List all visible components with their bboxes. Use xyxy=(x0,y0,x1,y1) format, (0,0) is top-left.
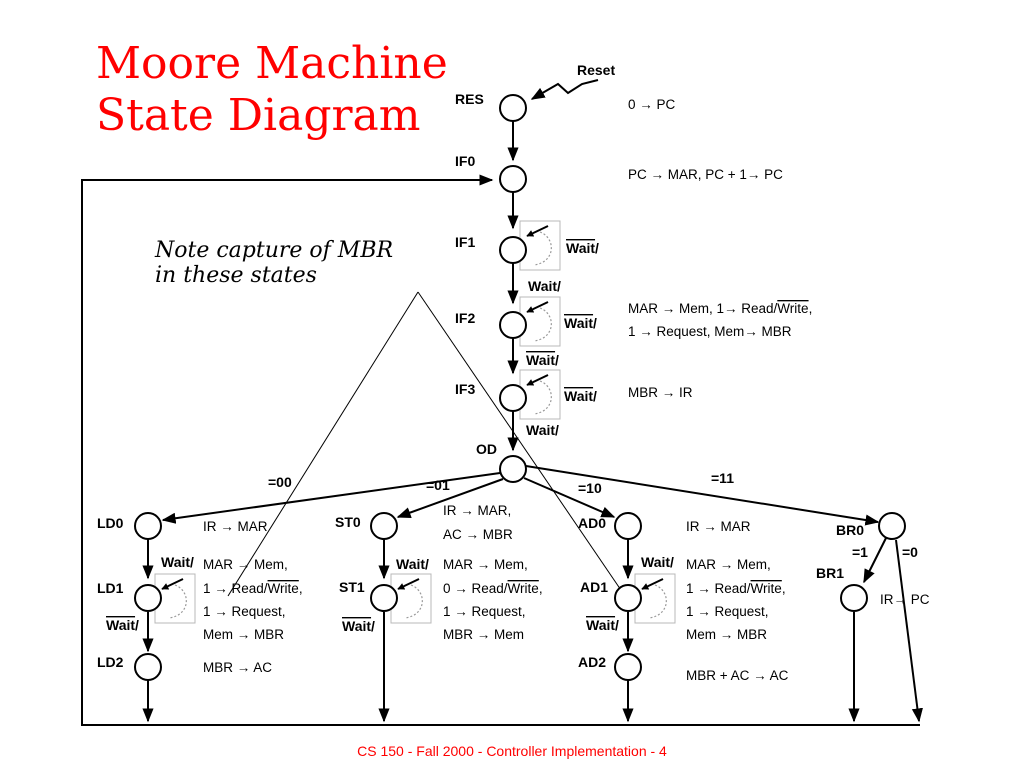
state-label-st0: ST0 xyxy=(335,514,361,530)
state-label-if3: IF3 xyxy=(455,381,475,397)
wait-exit-if1: Wait/ xyxy=(528,278,561,294)
action-if0: PC → MAR, PC + 1→ PC xyxy=(628,167,783,182)
wait-exit-st1: Wait/ xyxy=(396,556,429,572)
state-label-st1: ST1 xyxy=(339,579,365,595)
state-label-br0: BR0 xyxy=(836,522,864,538)
branch-label-br-1: =1 xyxy=(852,544,868,560)
state-if1: IF1 xyxy=(455,234,527,264)
state-ld1: LD1 xyxy=(97,580,162,612)
action-ad2: MBR + AC → AC xyxy=(686,668,789,683)
arrow-br0-out xyxy=(895,539,923,723)
wait-self-ld1: Wait/ xyxy=(106,617,139,633)
branch-label-00: =00 xyxy=(268,474,292,490)
arrow-od-br0 xyxy=(525,465,880,526)
branch-label-11: =11 xyxy=(711,470,734,486)
branch-label-10: =10 xyxy=(578,480,602,496)
state-if0: IF0 xyxy=(455,153,527,193)
state-ad0: AD0 xyxy=(578,512,642,540)
action-st1-line-1: MAR → Mem, xyxy=(443,557,528,572)
state-label-ld1: LD1 xyxy=(97,580,124,596)
state-label-if2: IF2 xyxy=(455,310,475,326)
self-loop-if2 xyxy=(519,296,561,347)
loop-back-line xyxy=(81,174,920,726)
state-label-ld0: LD0 xyxy=(97,515,124,531)
state-label-ad0: AD0 xyxy=(578,515,606,531)
action-ad1-line-4: Mem → MBR xyxy=(686,627,767,642)
state-label-ld2: LD2 xyxy=(97,654,124,670)
state-st1: ST1 xyxy=(339,579,398,612)
action-ld2: MBR → AC xyxy=(203,660,272,675)
state-label-if0: IF0 xyxy=(455,153,475,169)
state-label-ad2: AD2 xyxy=(578,654,606,670)
action-ad0: IR → MAR xyxy=(686,519,751,534)
state-st0: ST0 xyxy=(335,512,398,540)
state-ld2: LD2 xyxy=(97,653,162,681)
wait-self-if1: Wait/ xyxy=(566,240,599,256)
state-ld0: LD0 xyxy=(97,512,162,540)
action-ld0: IR → MAR xyxy=(203,519,268,534)
wait-exit-ad1: Wait/ xyxy=(641,554,674,570)
action-if2-line-1: MAR → Mem, 1→ Read/Write, xyxy=(628,301,812,316)
action-st1-line-4: MBR → Mem xyxy=(443,627,524,642)
arrow-od-ad0 xyxy=(523,477,616,518)
note-pointer-ad1 xyxy=(417,291,626,597)
wait-self-if3: Wait/ xyxy=(564,388,597,404)
action-ad1-line-1: MAR → Mem, xyxy=(686,557,771,572)
wait-self-st1: Wait/ xyxy=(342,618,375,634)
note-pointer-ld1 xyxy=(227,291,419,597)
action-st1-line-3: 1 → Request, xyxy=(443,604,526,619)
state-label-if1: IF1 xyxy=(455,234,475,250)
state-br0: BR0 xyxy=(836,512,906,540)
action-ad1-line-3: 1 → Request, xyxy=(686,604,769,619)
wait-exit-if3: Wait/ xyxy=(526,422,559,438)
note-line-1: Note capture of MBR xyxy=(154,238,393,263)
branch-label-br-0: =0 xyxy=(902,544,918,560)
action-ld1-line-4: Mem → MBR xyxy=(203,627,284,642)
arrow-od-st0 xyxy=(396,478,504,518)
action-if2-line-2: 1 → Request, Mem→ MBR xyxy=(628,324,792,339)
action-br1: IR→ PC xyxy=(880,592,930,607)
self-loop-if3 xyxy=(519,369,561,420)
state-label-od: OD xyxy=(476,441,497,457)
action-ld1-line-3: 1 → Request, xyxy=(203,604,286,619)
title-line-1: Moore Machine xyxy=(96,38,448,89)
arrow-br0-br1 xyxy=(863,537,887,584)
note-line-2: in these states xyxy=(155,263,317,288)
action-res: 0 → PC xyxy=(628,97,676,112)
state-if3: IF3 xyxy=(455,381,527,412)
title-line-2: State Diagram xyxy=(96,90,421,141)
state-label-br1: BR1 xyxy=(816,565,844,581)
wait-self-if2: Wait/ xyxy=(564,315,597,331)
action-st0-line-2: AC → MBR xyxy=(443,527,513,542)
state-res: RES xyxy=(455,91,527,122)
action-ld1-line-2: 1 → Read/Write, xyxy=(203,581,303,596)
state-ad1: AD1 xyxy=(580,579,642,612)
action-st0-line-1: IR → MAR, xyxy=(443,503,511,518)
wait-self-ad1: Wait/ xyxy=(586,617,619,633)
state-od: OD xyxy=(476,441,527,483)
self-loop-st1 xyxy=(390,573,432,624)
arrow-od-ld0 xyxy=(161,472,501,524)
reset-label: Reset xyxy=(577,62,615,78)
state-label-ad1: AD1 xyxy=(580,579,608,595)
state-br1: BR1 xyxy=(816,565,868,612)
state-ad2: AD2 xyxy=(578,653,642,681)
state-if2: IF2 xyxy=(455,310,527,339)
wait-exit-ld1: Wait/ xyxy=(161,554,194,570)
reset-arrow xyxy=(530,79,599,100)
action-ld1-line-1: MAR → Mem, xyxy=(203,557,288,572)
wait-exit-if2: Wait/ xyxy=(526,352,559,368)
footer: CS 150 - Fall 2000 - Controller Implemen… xyxy=(357,743,667,759)
branch-label-01: =01 xyxy=(426,477,450,493)
state-label-res: RES xyxy=(455,91,484,107)
action-st1-line-2: 0 → Read/Write, xyxy=(443,581,543,596)
action-ad1-line-2: 1 → Read/Write, xyxy=(686,581,786,596)
action-if3: MBR → IR xyxy=(628,385,693,400)
